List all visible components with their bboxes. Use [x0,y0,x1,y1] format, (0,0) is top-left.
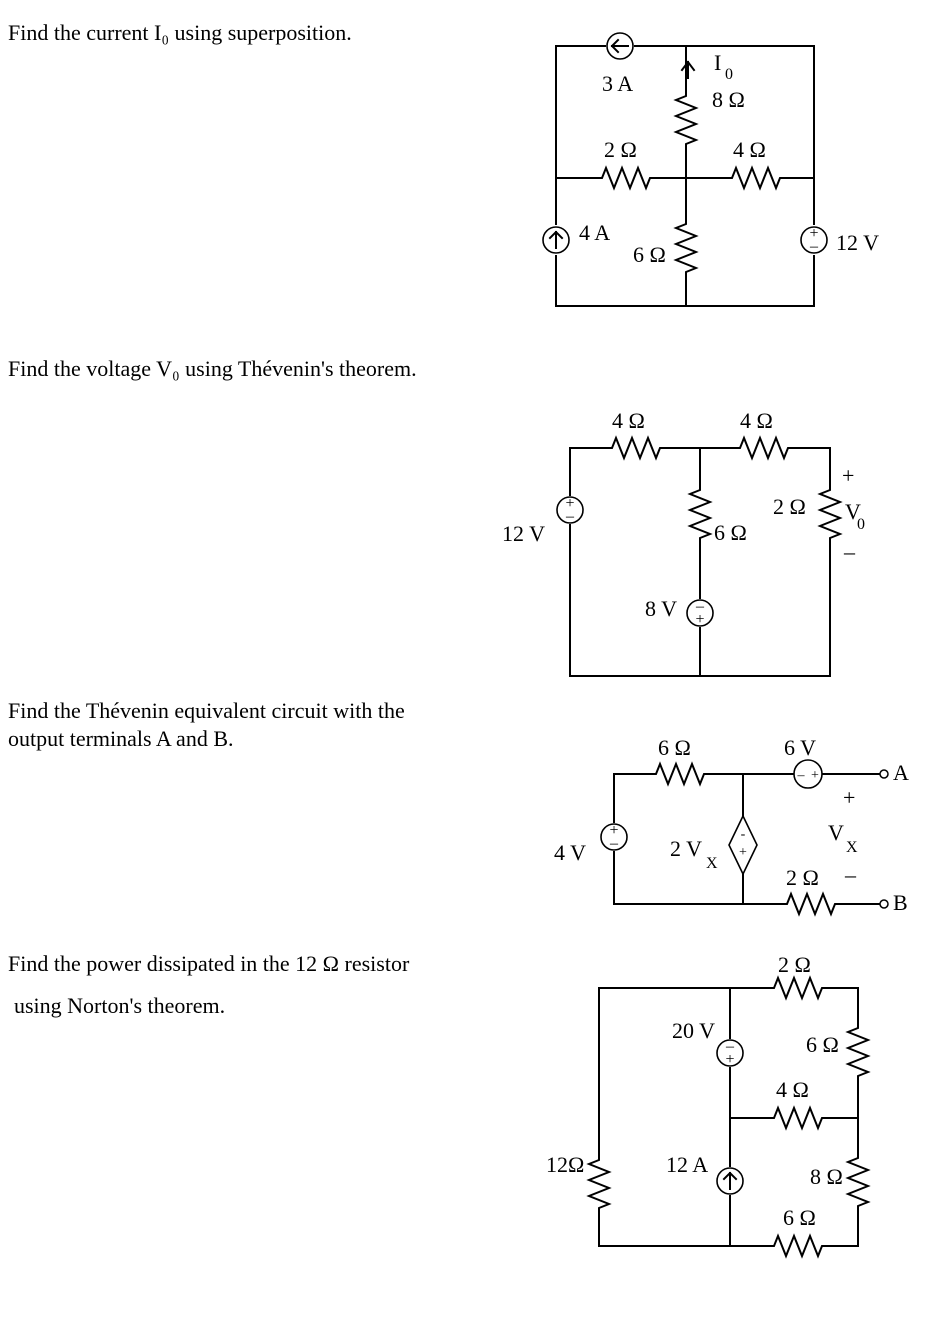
voltage-source-6v-symbol [793,759,823,789]
label-v0-subscript: 0 [857,516,865,533]
label-20v: 20 V [672,1018,715,1043]
label-4-ohm-left: 4 Ω [612,408,645,433]
label-4v: 4 V [554,840,586,865]
voltage-source-4v-symbol [600,823,628,851]
svg-text:–: – [695,598,705,615]
label-6-ohm: 6 Ω [658,735,691,760]
problem-3-prompt-line1: Find the Thévenin equivalent circuit wit… [8,698,405,723]
label-4-ohm: 4 Ω [733,137,766,162]
svg-text:-: - [741,827,746,842]
label-6v: 6 V [784,735,816,760]
label-4-ohm-right: 4 Ω [740,408,773,433]
voltage-source-8v-symbol [686,599,714,627]
svg-text:–: – [609,835,619,852]
svg-text:+: + [609,822,618,839]
label-4a: 4 A [579,220,610,245]
terminal-a [879,769,889,779]
label-12v: 12 V [502,521,545,546]
label-6-ohm: 6 Ω [633,242,666,267]
svg-text:+: + [811,768,819,783]
label-i0-subscript: 0 [725,66,733,83]
label-6-ohm: 6 Ω [714,520,747,545]
voltage-source-12v-symbol [556,496,584,524]
circuit-4: – + 2 Ω 20 V 6 Ω 4 Ω 12Ω 12 A 8 Ω 6 Ω [546,952,871,1259]
svg-text:+: + [565,495,574,512]
problem-4-prompt-line2: using Norton's theorem. [14,993,226,1018]
label-12a: 12 A [666,1152,708,1177]
svg-text:+: + [739,845,747,860]
label-vx-subscript: X [846,839,858,856]
svg-text:+: + [695,611,704,628]
problem-2-prompt: Find the voltage V₀ using Thévenin's the… [8,356,417,381]
voltage-source-12v-symbol [800,226,828,254]
label-minus: – [843,539,856,564]
label-6-ohm-bottom: 6 Ω [783,1205,816,1230]
label-2-ohm: 2 Ω [786,865,819,890]
label-2-ohm: 2 Ω [773,494,806,519]
problem-4-prompt-line1: Find the power dissipated in the 12 Ω re… [8,951,410,976]
svg-text:+: + [809,225,818,242]
label-2-ohm: 2 Ω [604,137,637,162]
label-terminal-b: B [893,890,908,915]
label-3a: 3 A [602,71,633,96]
svg-text:–: – [565,508,575,525]
circuit-3: – + + – - + 6 Ω 6 V A 4 V 2 V X + V X 2 … [554,735,909,917]
svg-text:–: – [797,768,806,783]
label-6-ohm-top: 6 Ω [806,1032,839,1057]
svg-text:–: – [725,1038,735,1055]
label-dependent-source-subscript: X [706,855,718,872]
label-i0: I [714,50,721,75]
label-terminal-a: A [893,760,909,785]
dependent-source-symbol [728,814,758,876]
terminal-b [879,899,889,909]
voltage-source-20v-symbol [716,1039,744,1067]
svg-text:+: + [725,1051,734,1068]
label-minus: – [844,862,857,887]
label-v0: V [845,499,861,524]
circuit-1: + – 3 A I 0 8 Ω 2 Ω 4 Ω 4 A 6 Ω 12 V [542,32,879,307]
label-12v: 12 V [836,230,879,255]
label-dependent-source: 2 V [670,836,702,861]
label-4-ohm: 4 Ω [776,1077,809,1102]
problem-3-prompt-line2: output terminals A and B. [8,726,234,751]
label-8-ohm: 8 Ω [712,87,745,112]
label-plus: + [842,463,854,488]
label-8-ohm: 8 Ω [810,1164,843,1189]
svg-text:–: – [809,238,819,255]
label-plus: + [843,785,855,810]
label-vx: V [828,820,844,845]
label-2-ohm: 2 Ω [778,952,811,977]
label-12-ohm: 12Ω [546,1152,584,1177]
circuit-2: + – – + 4 Ω 4 Ω 12 V 6 Ω 2 Ω 8 V + – V 0 [502,408,865,677]
label-8v: 8 V [645,596,677,621]
problem-1-prompt: Find the current I₀ using superposition. [8,20,352,45]
